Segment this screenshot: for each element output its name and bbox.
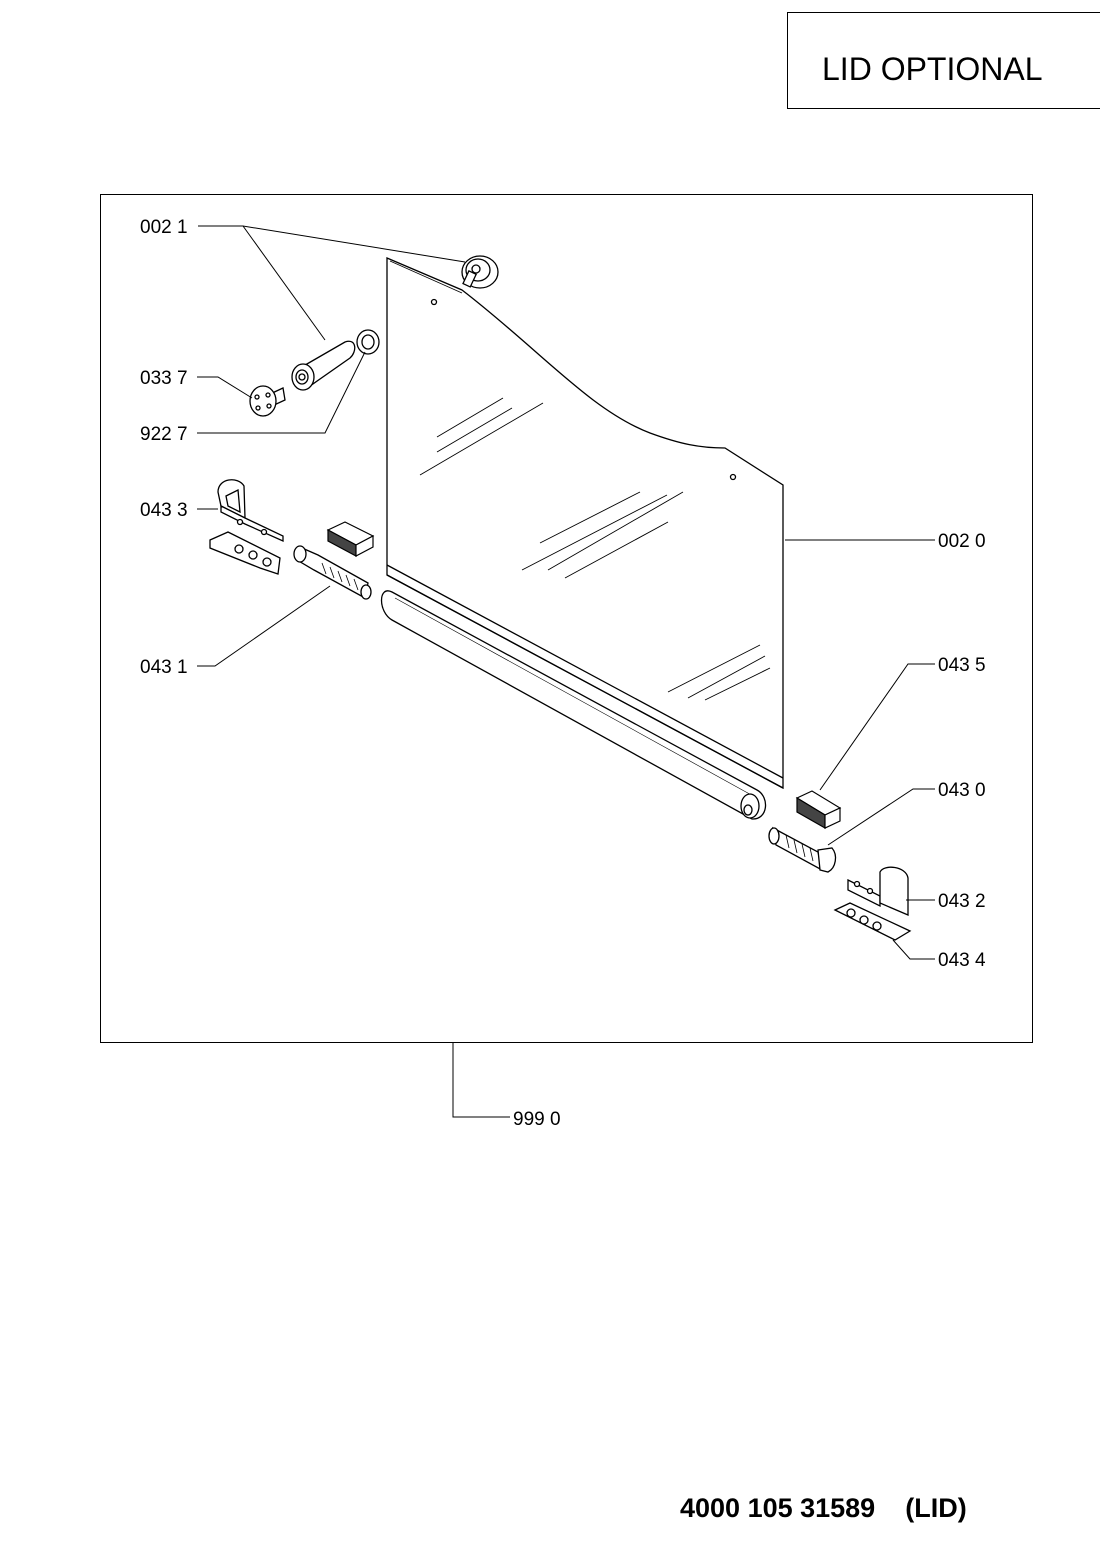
right-threaded-pin (768, 826, 837, 873)
left-threaded-pin (293, 545, 372, 600)
diagram-frame (100, 194, 1033, 1043)
right-hinge-plate (833, 902, 912, 941)
callout-0020: 002 0 (938, 531, 986, 552)
footer-part-number-row: 4000 105 31589 (LID) (680, 1493, 967, 1524)
callout-0435: 043 5 (938, 655, 986, 676)
callout-0431: 043 1 (140, 657, 188, 678)
callout-0434: 043 4 (938, 950, 986, 971)
callout-9990: 999 0 (513, 1109, 561, 1130)
part-number: 4000 105 31589 (680, 1493, 876, 1523)
hinge-tube (380, 590, 767, 820)
right-insulation-block (795, 790, 842, 830)
callout-0433: 043 3 (140, 500, 188, 521)
glass-lid-panel (386, 257, 784, 790)
callout-9227: 922 7 (140, 424, 188, 445)
left-insulation-block (326, 521, 375, 558)
title-box: LID OPTIONAL (787, 12, 1100, 109)
callout-0021: 002 1 (140, 217, 188, 238)
page-title: LID OPTIONAL (822, 51, 1043, 87)
right-hinge-bracket (847, 866, 909, 916)
leader-lines (197, 225, 935, 1118)
spindle (291, 340, 356, 391)
left-hinge-plate (209, 531, 281, 575)
part-label: (LID) (905, 1493, 967, 1523)
callout-0337: 033 7 (140, 368, 188, 389)
callout-0430: 043 0 (938, 780, 986, 801)
washer (356, 329, 380, 355)
knob-top (461, 255, 499, 289)
callout-0432: 043 2 (938, 891, 986, 912)
screw-knob (249, 385, 286, 417)
left-hinge-bracket (217, 479, 284, 543)
